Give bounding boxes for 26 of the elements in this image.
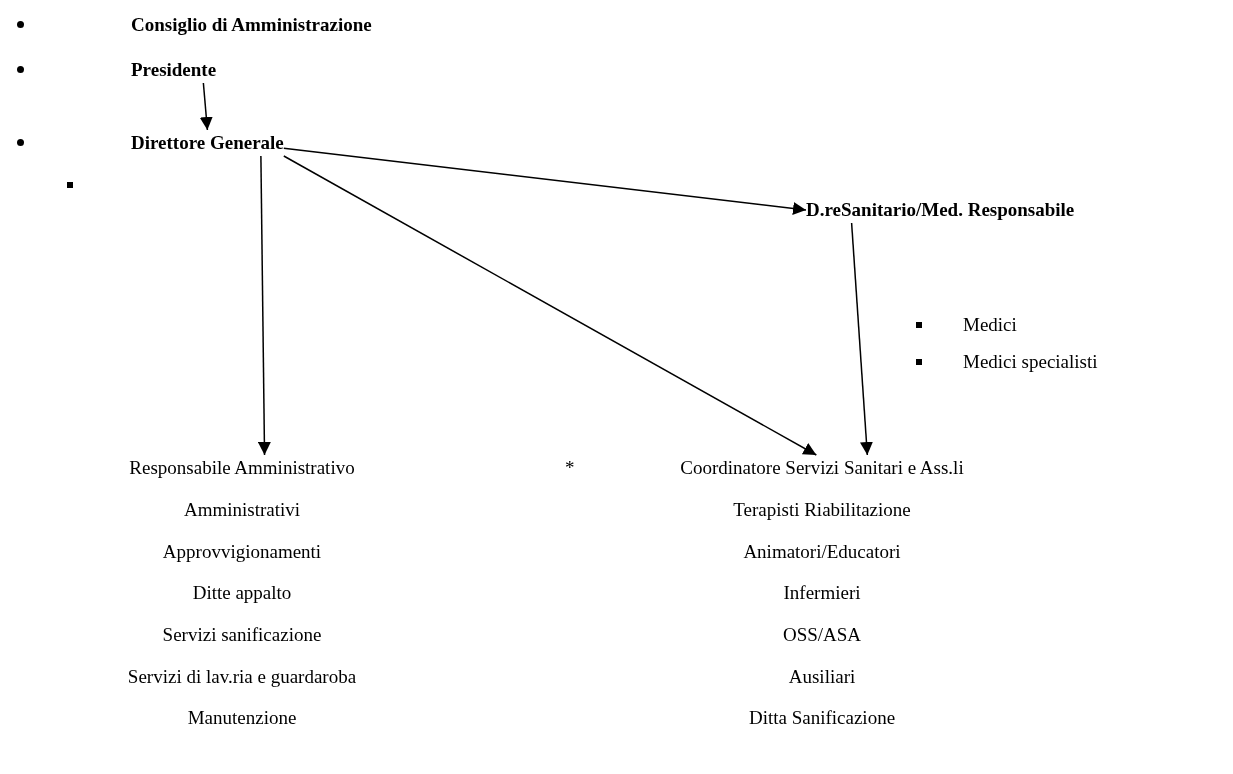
org-role-text: Presidente [131,57,217,83]
staff-role-text: Animatori/Educatori [743,540,901,564]
staff-role-text: Ausiliari [788,665,856,689]
staff-role-text: Medici [963,313,1017,337]
org-role-text: Direttore Generale [131,130,284,156]
staff-role-text: Servizi sanificazione [162,623,322,647]
staff-role-text: Terapisti Riabilitazione [733,498,911,522]
staff-role-text: Infermieri [783,581,861,605]
org-role-text: Coordinatore Servizi Sanitari e Ass.li [680,455,964,481]
staff-role-text: Medici specialisti [963,350,1098,374]
arrow [283,155,818,456]
staff-role-text: Amministrativi [183,498,301,522]
footnote-mark: * [565,456,575,480]
arrow [257,155,271,456]
arrow [850,222,873,456]
staff-role-text: Ditta Sanificazione [748,706,896,730]
staff-role-text: Servizi di lav.ria e guardaroba [127,665,357,689]
arrow [283,147,807,215]
staff-role-text: Manutenzione [187,706,297,730]
staff-role-text: Ditte appalto [192,581,292,605]
arrow [199,82,213,131]
staff-role-text: OSS/ASA [782,623,862,647]
org-role-text: Responsabile Amministrativo [129,455,355,481]
staff-role-text: Approvvigionamenti [162,540,322,564]
org-role-text: D.reSanitario/Med. Responsabile [806,197,1075,223]
org-role-text: Consiglio di Amministrazione [131,12,372,38]
